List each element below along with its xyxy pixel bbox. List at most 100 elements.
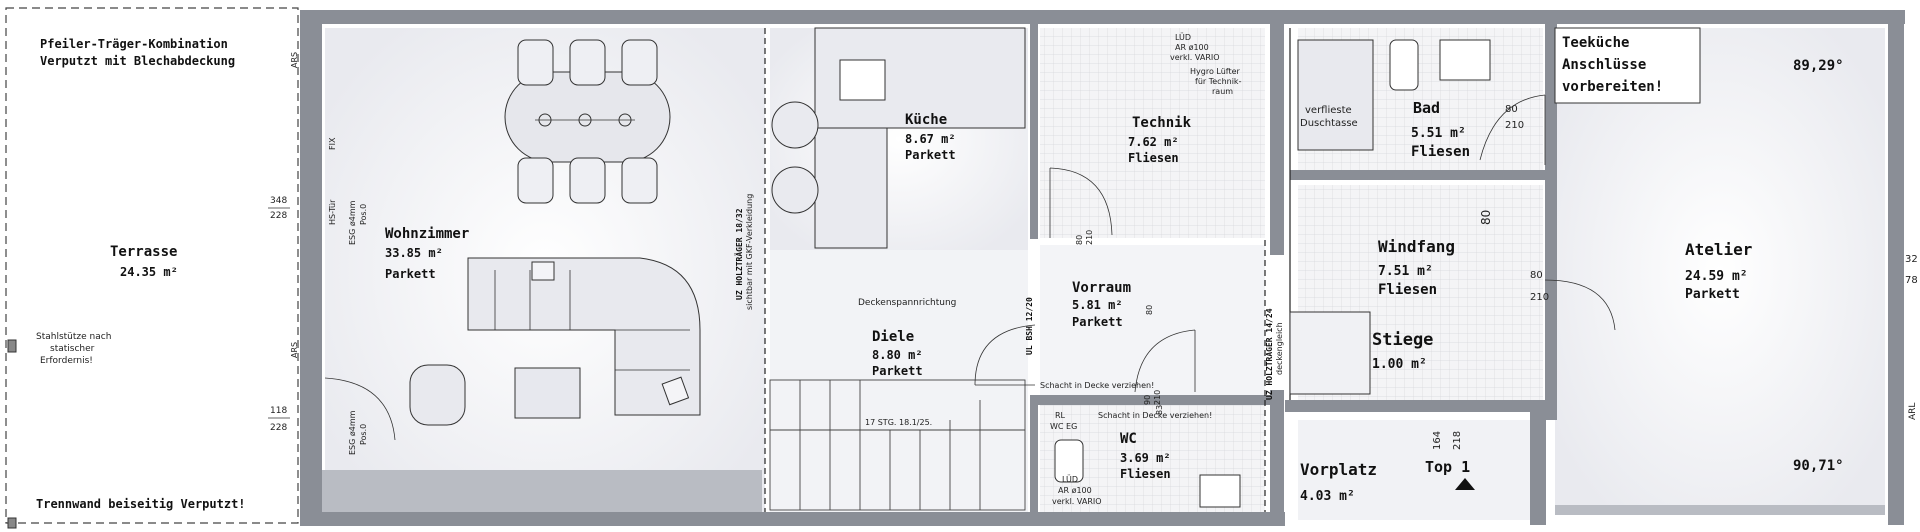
wohnzimmer-name: Wohnzimmer (385, 226, 469, 242)
dining-table (504, 39, 671, 204)
atelier-name: Atelier (1685, 240, 1752, 259)
dim-80d: 80 (1075, 235, 1084, 245)
kueche-floor-type: Parkett (905, 148, 956, 162)
diele-name: Diele (872, 329, 914, 345)
note-esg-1: ESG ø4mm (348, 200, 357, 245)
dim-210a: 210 (1505, 120, 1524, 131)
note-pfeiler-1: Pfeiler-Träger-Kombination (40, 37, 228, 51)
dim-228a: 228 (270, 211, 287, 221)
dim-32: 32 (1905, 254, 1918, 265)
dim-80b: 80 (1530, 270, 1543, 281)
note-fix: FIX (328, 137, 337, 150)
note-pfeiler-2: Verputzt mit Blechabdeckung (40, 54, 235, 68)
wc-toilet (1054, 439, 1084, 483)
door-bad[interactable] (1479, 94, 1546, 165)
vorplatz-name: Vorplatz (1300, 460, 1377, 479)
note-hs: HS-Tür (328, 199, 337, 225)
note-lud-1: LÜD (1175, 32, 1191, 42)
coffee-table (514, 367, 581, 419)
dim-348: 348 (270, 196, 287, 206)
diele-floor-type: Parkett (872, 364, 923, 378)
note-wc-lud-2: AR ø100 (1058, 486, 1092, 495)
bad-floor-type: Fliesen (1411, 144, 1470, 160)
note-stahl-1: Stahlstütze nach (36, 332, 111, 342)
sofa (467, 257, 701, 416)
door-vorraum[interactable] (974, 324, 1036, 386)
note-teekueche-3: vorbereiten! (1562, 79, 1663, 95)
wohnzimmer-floor-type: Parkett (385, 267, 436, 281)
note-wc-lud-1: LÜD (1062, 474, 1078, 484)
angle-bottom: 90,71° (1793, 458, 1844, 474)
atelier-floor (1555, 28, 1885, 515)
angle-top: 89,29° (1793, 58, 1844, 74)
dim-90: 90 (1143, 395, 1152, 405)
shower-tray (1297, 39, 1374, 151)
stiege-name: Stiege (1372, 330, 1433, 350)
note-ul: UL BSH 12/20 (1025, 297, 1034, 355)
dim-83: 83 (1155, 405, 1164, 415)
dim-210b: 210 (1530, 292, 1549, 303)
terrasse-area: 24.35 m² (120, 265, 178, 279)
terrasse-floor (8, 20, 298, 515)
bad-area: 5.51 m² (1411, 126, 1466, 141)
door-terrasse[interactable] (324, 377, 396, 441)
armchair (409, 364, 466, 426)
note-wc-rl: RL (1055, 411, 1066, 420)
dim-80a: 80 (1505, 104, 1518, 115)
vorplatz-area: 4.03 m² (1300, 489, 1355, 504)
entrance-arrow-icon (1455, 478, 1475, 490)
dim-210d: 210 (1153, 390, 1162, 405)
column-marker (7, 517, 17, 529)
technik-area: 7.62 m² (1128, 135, 1179, 149)
note-lud-2: AR ø100 (1175, 43, 1209, 52)
dim-210c: 210 (1085, 230, 1094, 245)
note-esg-2: ESG ø4mm (348, 410, 357, 455)
door-wc[interactable] (1134, 329, 1196, 393)
note-top: Top 1 (1425, 458, 1470, 476)
note-dusch-1: verflieste (1305, 105, 1352, 116)
door-atelier[interactable] (1544, 279, 1616, 331)
vorraum-floor-type: Parkett (1072, 315, 1123, 329)
note-wc-lud-3: verkl. VARIO (1052, 497, 1102, 506)
dim-218: 218 (1452, 431, 1463, 450)
dim-80e: 80 (1145, 305, 1154, 315)
dim-228b: 228 (270, 423, 287, 433)
windfang-area: 7.51 m² (1378, 264, 1433, 279)
wc-name: WC (1120, 431, 1137, 447)
column-marker (7, 339, 17, 353)
note-schacht-1: Schacht in Decke verziehen! (1040, 381, 1154, 390)
note-uz2: UZ HOLZTRÄGER 14/24 (1264, 308, 1274, 400)
note-arl: ARL (1908, 403, 1918, 420)
vorraum-floor (1040, 245, 1265, 395)
note-teekueche-1: Teeküche (1562, 35, 1629, 51)
kitchen-counter (771, 27, 1026, 249)
dim-78: 78 (1905, 275, 1918, 286)
wc-area: 3.69 m² (1120, 451, 1171, 465)
wohnzimmer-area: 33.85 m² (385, 246, 443, 260)
diele-floor (770, 250, 1028, 515)
atelier-area: 24.59 m² (1685, 269, 1748, 284)
vorraum-area: 5.81 m² (1072, 298, 1123, 312)
technik-floor[interactable] (1040, 28, 1265, 238)
stiege-area (1289, 311, 1371, 395)
stiege-area: 1.00 m² (1372, 357, 1427, 372)
note-uz1b: sichtbar mit GKF-Verkleidung (745, 194, 754, 310)
note-dusch-2: Duschtasse (1300, 118, 1358, 129)
note-stahl-3: Erfordernis! (40, 356, 93, 366)
note-trennwand: Trennwand beiseitig Verputzt! (36, 497, 246, 511)
bad-name: Bad (1413, 99, 1440, 117)
note-schacht-2: Schacht in Decke verziehen! (1098, 411, 1212, 420)
kueche-area: 8.67 m² (905, 132, 956, 146)
dim-80c: 80 (1479, 210, 1493, 225)
diele-area: 8.80 m² (872, 348, 923, 362)
note-wc-eg: WC EG (1050, 422, 1077, 431)
note-ars-2: ARS (290, 342, 299, 358)
wc-floor-type: Fliesen (1120, 467, 1171, 481)
stairs (769, 379, 1026, 511)
terrasse-outline (5, 7, 299, 524)
door-technik[interactable] (1049, 167, 1113, 238)
walls (300, 10, 1905, 526)
vorplatz-floor (1298, 420, 1543, 520)
technik-name: Technik (1132, 115, 1192, 131)
